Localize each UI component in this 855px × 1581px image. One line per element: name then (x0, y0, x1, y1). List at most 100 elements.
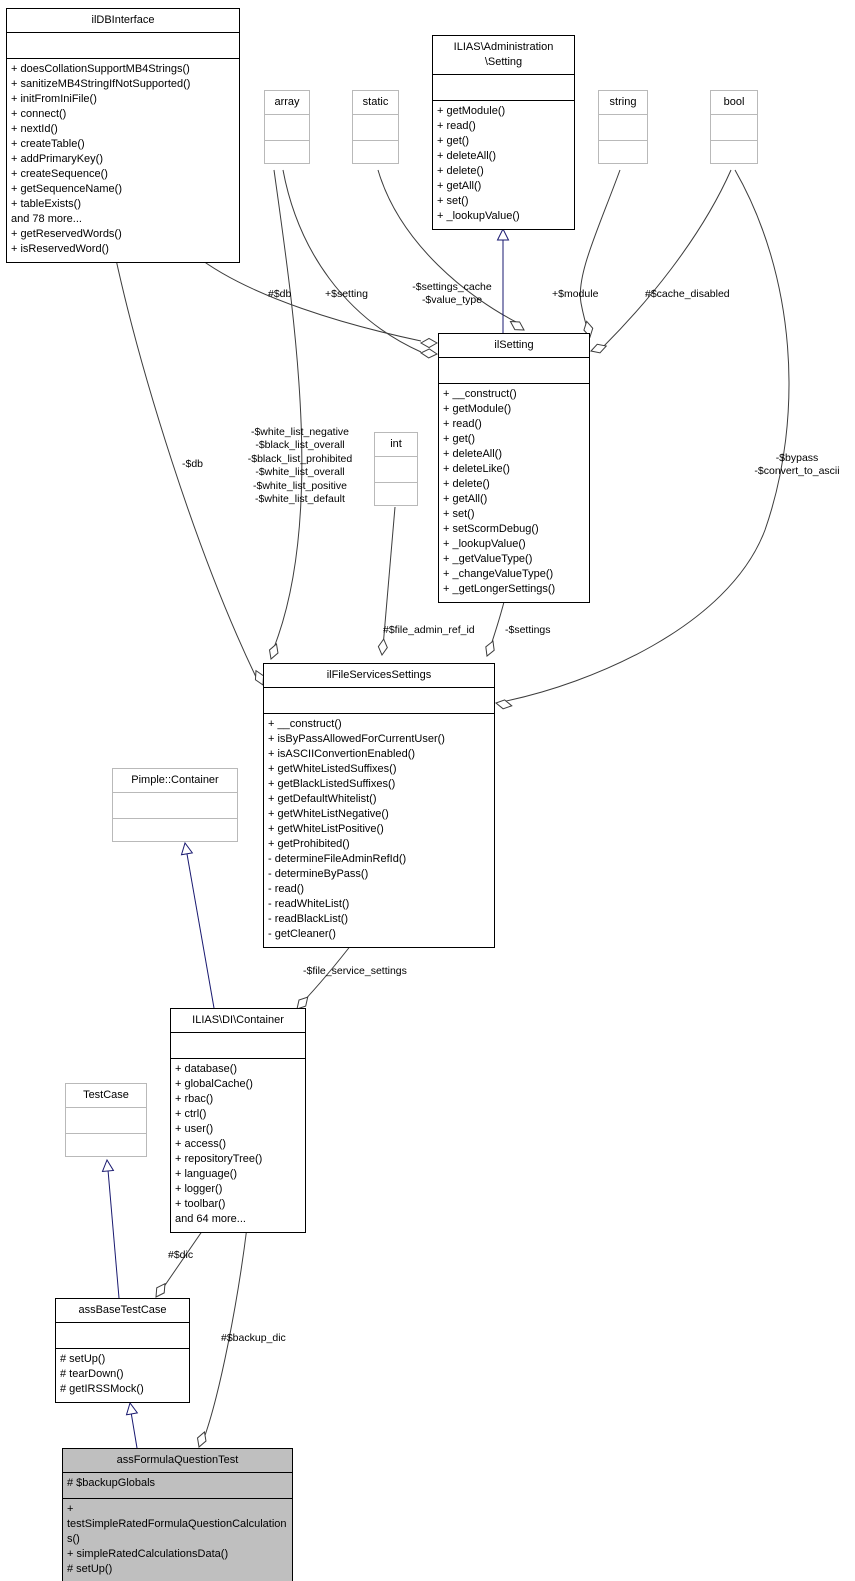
inheritance-arrow-icon (125, 1401, 139, 1416)
aggregation-diamond-icon (590, 343, 608, 354)
edge-string-to-ilsetting (579, 169, 621, 335)
edge-ilsetting-to-filesettings (489, 597, 506, 649)
class-methods (113, 819, 237, 841)
class-node-di-container[interactable]: ILIAS\DI\Container + database()+ globalC… (170, 1008, 306, 1233)
aggregation-diamond-icon (420, 348, 439, 359)
class-methods: + database()+ globalCache()+ rbac()+ ctr… (175, 1063, 263, 1225)
class-node-ildbinterface[interactable]: ilDBInterface + doesCollationSupportMB4S… (6, 8, 240, 263)
class-node-static[interactable]: static (352, 90, 399, 164)
aggregation-diamond-icon (377, 638, 388, 657)
edge-label-backup-dic: #$backup_dic (221, 1332, 286, 1344)
edge-static-to-ilsetting (377, 169, 517, 323)
class-node-ilfileservicessettings[interactable]: ilFileServicesSettings + __construct()+ … (263, 663, 495, 948)
class-title: ilSetting (439, 334, 589, 358)
inheritance-arrow-icon (496, 227, 510, 241)
aggregation-diamond-icon (196, 1431, 207, 1448)
class-node-bool[interactable]: bool (710, 90, 758, 164)
edge-label-settings: -$settings (505, 624, 551, 636)
aggregation-diamond-icon (296, 996, 309, 1010)
class-methods: + __construct()+ getModule()+ read()+ ge… (443, 388, 556, 595)
class-attributes (353, 115, 398, 141)
aggregation-diamond-icon (485, 640, 495, 657)
aggregation-diamond-icon (509, 320, 525, 331)
class-node-int[interactable]: int (374, 432, 418, 506)
class-title: int (375, 433, 417, 457)
edge-label-module: +$module (552, 288, 599, 300)
edge-label-white-lists: -$white_list_negative-$black_list_overal… (247, 426, 353, 506)
class-methods: + getModule()+ read()+ get()+ deleteAll(… (437, 105, 520, 222)
class-methods: + doesCollationSupportMB4Strings()+ sani… (11, 63, 191, 255)
class-title: TestCase (66, 1084, 146, 1108)
class-title: assBaseTestCase (56, 1299, 189, 1323)
class-attributes (66, 1108, 146, 1134)
class-title: ILIAS\Administration\Setting (433, 36, 574, 75)
aggregation-diamond-icon (419, 337, 439, 349)
inheritance-arrow-icon (101, 1158, 115, 1173)
aggregation-diamond-icon (494, 699, 513, 710)
edge-label-cache-disabled: #$cache_disabled (645, 288, 730, 300)
class-title: ilFileServicesSettings (264, 664, 494, 688)
class-node-testcase[interactable]: TestCase (65, 1083, 147, 1157)
class-methods (353, 141, 398, 163)
class-attributes: # $backupGlobals (63, 1473, 292, 1499)
class-title: static (353, 91, 398, 115)
class-attributes (113, 793, 237, 819)
class-methods (375, 483, 417, 505)
edge-label-db: #$db (268, 288, 292, 300)
class-title: array (265, 91, 309, 115)
edge-array-to-filesettings (272, 169, 303, 651)
class-title: ilDBInterface (7, 9, 239, 33)
class-attributes (433, 75, 574, 101)
class-node-assbasetestcase[interactable]: assBaseTestCase # setUp()# tearDown()# g… (55, 1298, 190, 1403)
class-node-pimple-container[interactable]: Pimple::Container (112, 768, 238, 842)
class-methods (599, 141, 647, 163)
class-attributes (265, 115, 309, 141)
class-methods: + __construct()+ isByPassAllowedForCurre… (268, 718, 445, 940)
class-methods: + testSimpleRatedFormulaQuestionCalculat… (67, 1503, 287, 1575)
edge-array-to-ilsetting (282, 169, 422, 353)
edge-label-dic: #$dic (168, 1249, 194, 1261)
edge-label-setting: +$setting (325, 288, 368, 300)
class-node-ilsetting[interactable]: ilSetting + __construct()+ getModule()+ … (438, 333, 590, 603)
edge-assformula-inherits-assbase (130, 1411, 138, 1449)
class-methods (265, 141, 309, 163)
class-title: string (599, 91, 647, 115)
class-node-administration-setting[interactable]: ILIAS\Administration\Setting + getModule… (432, 35, 575, 230)
edge-label-settings-cache: -$settings_cache-$value_type (412, 281, 492, 307)
inheritance-arrow-icon (180, 841, 194, 856)
edge-bool-to-filesettings (505, 169, 790, 702)
class-attributes (599, 115, 647, 141)
edge-bool-to-ilsetting (602, 169, 732, 348)
edge-label-db2: -$db (182, 458, 204, 470)
class-title: Pimple::Container (113, 769, 237, 793)
class-methods (66, 1134, 146, 1156)
class-title: bool (711, 91, 757, 115)
class-methods: # setUp()# tearDown()# getIRSSMock() (60, 1353, 144, 1395)
class-attributes (56, 1323, 189, 1349)
class-node-assformulaquestiontest[interactable]: assFormulaQuestionTest # $backupGlobals … (62, 1448, 293, 1581)
edge-int-to-filesettings (382, 506, 396, 648)
edge-dic-inherits-pimple (186, 853, 215, 1009)
edge-assbase-inherits-testcase (107, 1169, 120, 1299)
edge-label-file-admin-ref-id: #$file_admin_ref_id (383, 624, 475, 636)
class-node-array[interactable]: array (264, 90, 310, 164)
class-attributes (439, 358, 589, 384)
class-methods (711, 141, 757, 163)
edge-dic-to-assformula (202, 1226, 248, 1442)
edge-label-file-service-settings: -$file_service_settings (303, 965, 407, 977)
class-node-string[interactable]: string (598, 90, 648, 164)
class-attributes (171, 1033, 305, 1059)
edge-db-to-ilsetting (194, 254, 422, 342)
edge-label-bypass: -$bypass-$convert_to_ascii (754, 452, 840, 478)
class-attributes (375, 457, 417, 483)
edge-db-to-filesettings (114, 254, 257, 678)
aggregation-diamond-icon (268, 643, 279, 660)
class-title: ILIAS\DI\Container (171, 1009, 305, 1033)
class-attributes (264, 688, 494, 714)
class-attributes (711, 115, 757, 141)
class-attributes (7, 33, 239, 59)
class-title: assFormulaQuestionTest (63, 1449, 292, 1473)
aggregation-diamond-icon (155, 1282, 166, 1298)
